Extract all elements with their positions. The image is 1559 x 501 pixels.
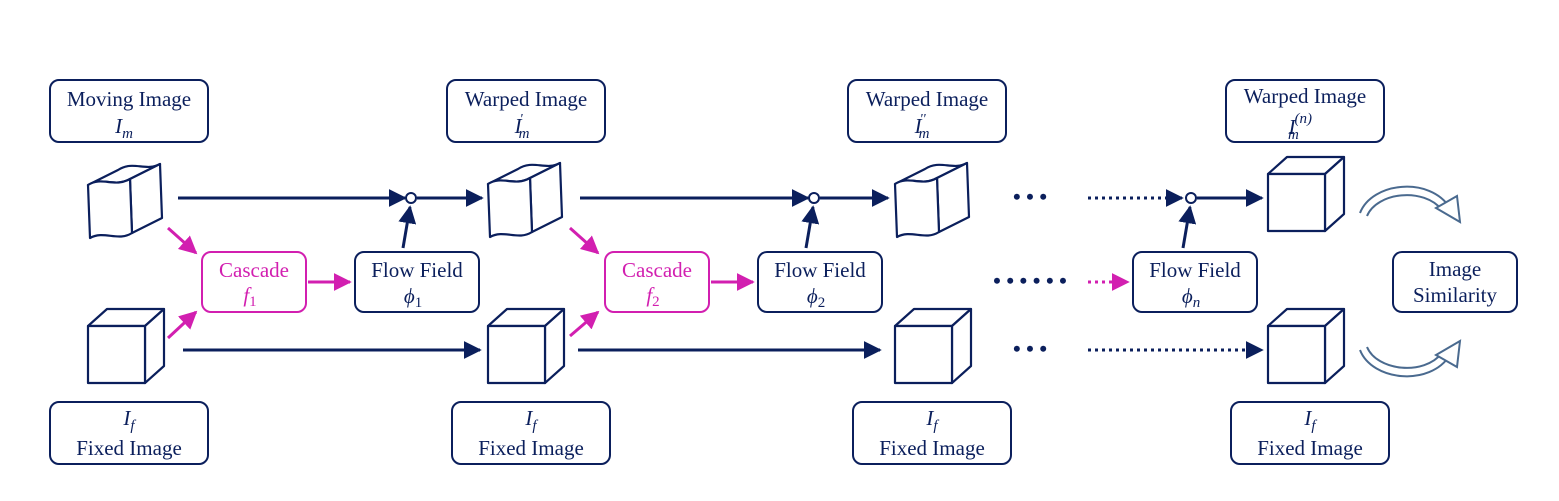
fixed-volume-1-icon (486, 307, 566, 385)
flow-field-n-title: Flow Field (1149, 258, 1241, 282)
warped-image-n-box: Warped Image I(n)m (1225, 79, 1385, 143)
flow-field-1-box: Flow Field ϕ1 (354, 251, 480, 313)
moving-volume-icon (86, 162, 164, 240)
warped-volume-1-icon (486, 161, 564, 239)
cascade-2-symbol: f2 (646, 283, 659, 310)
ellipsis-middle: • • • • • • (993, 268, 1067, 293)
ellipsis-top: • • • (1013, 184, 1047, 209)
warp-junction-2 (808, 192, 820, 204)
flow-field-1-symbol: ϕ1 (404, 284, 422, 311)
cascade-1-title: Cascade (219, 258, 289, 282)
image-similarity-line2: Similarity (1413, 283, 1498, 307)
moving-image-symbol: Im (114, 114, 133, 142)
ellipsis-bottom: • • • (1013, 336, 1047, 361)
arrow-flow-2-to-warp-2 (801, 205, 820, 249)
flow-field-1-title: Flow Field (371, 258, 463, 282)
image-similarity-box: Image Similarity (1392, 251, 1518, 313)
arrow-flow-1-to-warp-1 (398, 205, 417, 249)
flow-field-n-symbol: ϕn (1182, 284, 1200, 311)
warp-junction-n (1185, 192, 1197, 204)
warped-image-1-title: Warped Image (465, 87, 588, 111)
warped-image-n-symbol: I(n)m (1288, 111, 1313, 143)
fixed-image-2-title: Fixed Image (879, 436, 985, 460)
arrow-fixed-to-cascade-1 (166, 310, 198, 340)
warped-volume-2-icon (893, 161, 971, 239)
arrow-flow-n-to-warp-n (1178, 205, 1197, 249)
moving-image-title: Moving Image (67, 87, 191, 111)
arrow-fixed-1-to-cascade-2 (569, 310, 600, 338)
image-similarity-line1: Image (1429, 257, 1481, 281)
flow-field-2-symbol: ϕ2 (807, 284, 825, 311)
similarity-top-curved-arrow (1359, 185, 1462, 224)
warped-image-2-symbol: I''m (914, 112, 930, 142)
cascade-1-symbol: f1 (243, 283, 256, 310)
fixed-image-2-symbol: If (925, 406, 939, 434)
similarity-bottom-curved-arrow (1359, 339, 1462, 378)
fixed-image-1-symbol: If (524, 406, 538, 434)
warp-junction-1 (405, 192, 417, 204)
fixed-image-n-box: If Fixed Image (1230, 401, 1390, 465)
cascade-1-box: Cascade f1 (201, 251, 307, 313)
warped-image-n-title: Warped Image (1244, 84, 1367, 108)
fixed-image-n-title: Fixed Image (1257, 436, 1363, 460)
fixed-image-n-symbol: If (1303, 406, 1317, 434)
fixed-image-2-box: If Fixed Image (852, 401, 1012, 465)
cascade-2-title: Cascade (622, 258, 692, 282)
flow-field-2-title: Flow Field (774, 258, 866, 282)
arrow-warped-1-to-cascade-2 (569, 226, 600, 255)
moving-image-box: Moving Image Im (49, 79, 209, 143)
fixed-volume-icon (86, 307, 166, 385)
fixed-image-title: Fixed Image (76, 436, 182, 460)
fixed-image-1-title: Fixed Image (478, 436, 584, 460)
arrow-moving-to-cascade-1 (167, 226, 198, 255)
warped-image-1-symbol: I'm (514, 112, 530, 142)
fixed-image-1-box: If Fixed Image (451, 401, 611, 465)
fixed-volume-n-icon (1266, 307, 1346, 385)
warped-image-1-box: Warped Image I'm (446, 79, 606, 143)
cascade-2-box: Cascade f2 (604, 251, 710, 313)
fixed-image-symbol: If (122, 406, 136, 434)
fixed-image-box: If Fixed Image (49, 401, 209, 465)
flow-field-n-box: Flow Field ϕn (1132, 251, 1258, 313)
flow-field-2-box: Flow Field ϕ2 (757, 251, 883, 313)
fixed-volume-2-icon (893, 307, 973, 385)
warped-volume-n-icon (1266, 155, 1346, 233)
warped-image-2-title: Warped Image (866, 87, 989, 111)
warped-image-2-box: Warped Image I''m (847, 79, 1007, 143)
